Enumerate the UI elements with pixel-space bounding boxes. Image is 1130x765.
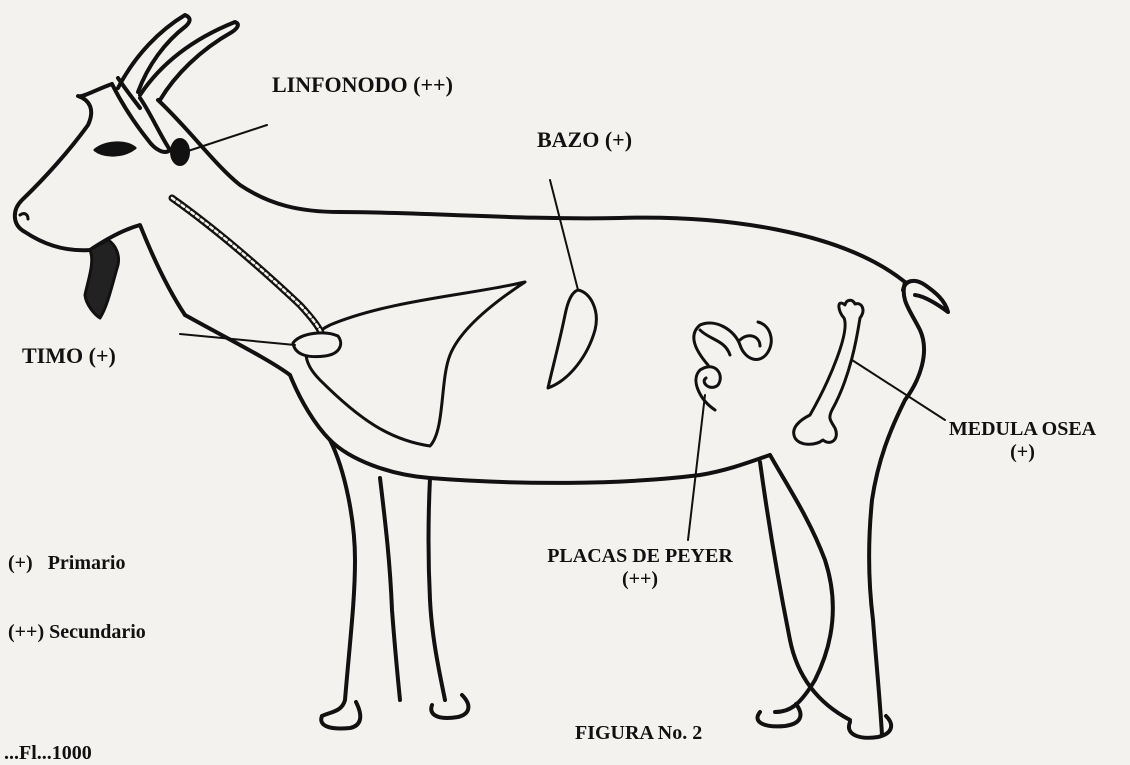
label-medula-osea: MEDULA OSEA (+) [920,418,1125,464]
bazo-pointer [550,180,578,290]
goat-body-outline [15,84,905,315]
label-bazo: BAZO (+) [537,127,632,152]
goat-rump [869,282,924,735]
placas-de-peyer-pointer [688,395,705,540]
label-medula-osea-line1: MEDULA OSEA [920,418,1125,441]
medula-osea-bone [794,300,863,444]
trachea [172,198,322,335]
legend-primary: (+) Primario [8,552,146,575]
label-placas-de-peyer-line1: PLACAS DE PEYER [510,545,770,568]
goat-nose [20,214,28,219]
legend-secondary: (++) Secundario [8,621,146,644]
goat-beard [85,240,119,318]
goat-belly [330,440,770,483]
figure-caption: FIGURA No. 2 [575,722,702,745]
bazo-organ [548,290,596,388]
legend: (+) Primario (++) Secundario [8,506,146,667]
label-linfonodo: LINFONODO (++) [272,72,453,97]
goat-shoulder [306,282,525,446]
label-timo: TIMO (+) [22,343,116,368]
goat-front-legs [321,440,468,729]
footer-fragment: ...Fl...1000 [4,742,92,765]
goat-eye [95,143,135,155]
label-medula-osea-line2: (+) [920,441,1125,464]
label-placas-de-peyer-line2: (++) [510,568,770,591]
label-placas-de-peyer: PLACAS DE PEYER (++) [510,545,770,591]
goat-horns [118,15,238,108]
timo-organ [293,333,341,357]
